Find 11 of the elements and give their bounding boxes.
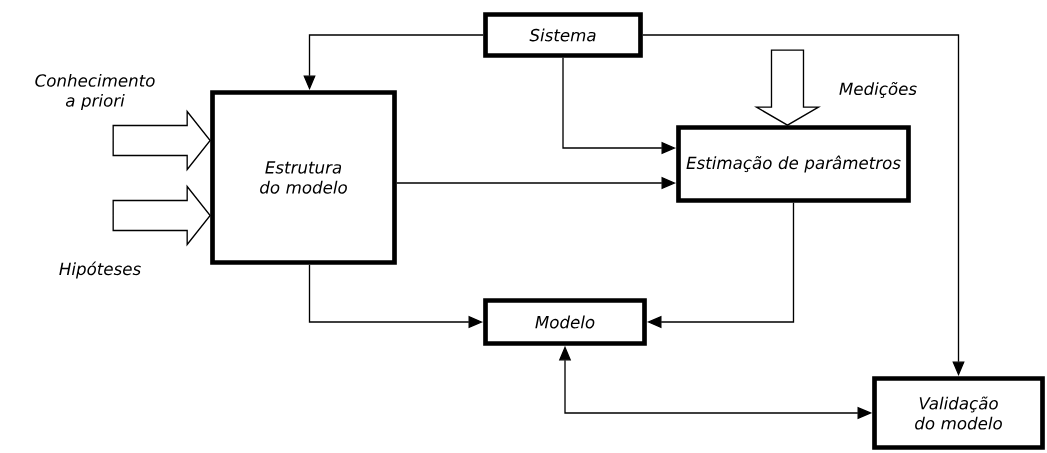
block-arrow bbox=[112, 184, 211, 247]
process-box: Estrutura do modelo bbox=[210, 90, 397, 265]
process-box: Sistema bbox=[483, 12, 643, 58]
input-label: Hipóteses bbox=[59, 261, 141, 279]
input-label: Medições bbox=[839, 81, 917, 99]
block-arrow bbox=[754, 49, 821, 126]
input-label: Conhecimento a priori bbox=[35, 73, 155, 111]
block-arrow bbox=[112, 109, 211, 172]
process-box: Estimação de parâmetros bbox=[676, 125, 911, 203]
process-box: Validação do modelo bbox=[872, 376, 1045, 450]
process-box: Modelo bbox=[483, 298, 647, 346]
